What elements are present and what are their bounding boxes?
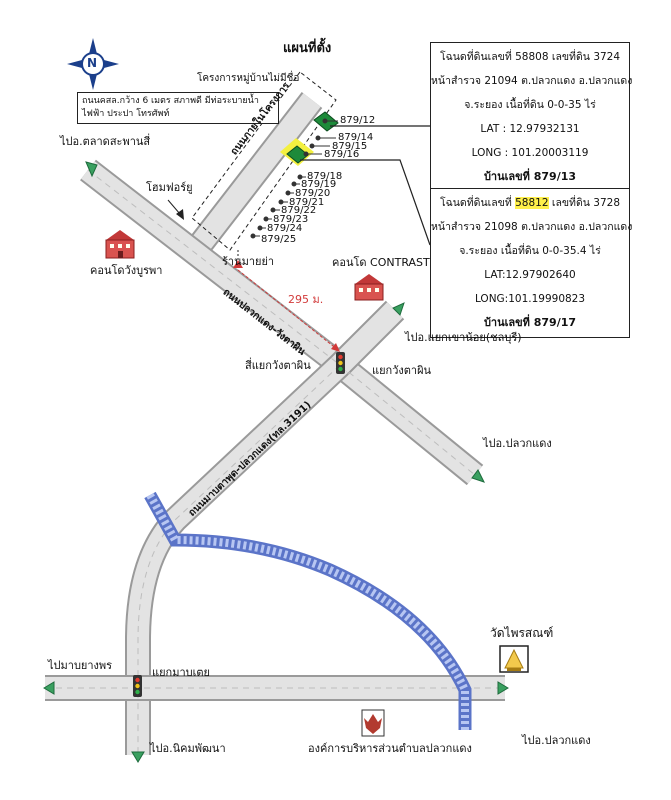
temple-icon <box>499 645 529 673</box>
traffic-light-wangtaphin <box>336 352 345 374</box>
plot-label: 879/15 <box>332 141 368 152</box>
info2-title-deed: โฉนดที่ดินเลขที่ 58812 เลขที่ดิน 3728 <box>431 191 629 215</box>
canal <box>144 491 472 730</box>
arrow-to-pluak-daeng <box>471 469 485 483</box>
label-yaek-wangtaphin: แยกวังตาผิน <box>372 364 432 377</box>
plot-label: 879/19 <box>301 179 337 190</box>
distance-line <box>237 269 340 352</box>
arrow-to-talad <box>85 161 98 178</box>
label-sao-pluakdaeng: องค์การบริหารส่วนตำบลปลวกแดง <box>308 742 472 755</box>
road-arrows <box>43 161 509 763</box>
road-to-khao-noi <box>330 300 405 375</box>
label-to-khao-noi: ไปอ.แยกเขาน้อย(ชลบุรี) <box>405 331 522 344</box>
label-condo-wang: คอนโดวังบูรพา <box>90 264 163 277</box>
label-si-yaek-wangtaphin: สี่แยกวังตาผิน <box>245 359 311 372</box>
info1-survey: หน้าสำรวจ 21094 ต.ปลวกแดง อ.ปลวกแดง <box>431 75 633 87</box>
label-to-ban-phon: ไปมาบยางพร <box>48 659 113 672</box>
label-homefor: โฮมฟอร์ยู <box>146 181 193 194</box>
plot-label: 879/16 <box>324 149 360 160</box>
plot-label: 879/14 <box>338 132 374 143</box>
north-compass-icon <box>67 38 119 90</box>
traffic-light-mabtaphut <box>133 675 142 697</box>
road-note-line-1: ถนนคสล.กว้าง 6 เมตร สภาพดี มีท่อระบายน้ำ <box>82 96 259 106</box>
arrow-to-ban-phon <box>43 681 55 695</box>
info2-survey: หน้าสำรวจ 21098 ต.ปลวกแดง อ.ปลวกแดง <box>431 221 633 233</box>
compass-letter: N <box>87 56 98 70</box>
arrow-to-pluak-daeng-lower <box>497 681 509 695</box>
label-to-talad-saphan-si: ไปอ.ตลาดสะพานสี่ <box>60 135 151 148</box>
label-to-nikhom: ไปอ.นิคมพัฒนา <box>150 742 226 755</box>
info1-long: LONG : 101.20003119 <box>471 147 589 159</box>
label-wat-phraison: วัดไพรสณฑ์ <box>490 626 554 640</box>
arrow-to-nikhom <box>131 751 145 763</box>
info2-area: จ.ระยอง เนื้อที่ดิน 0-0-35.4 ไร่ <box>459 245 601 257</box>
info2-title-suffix: เลขที่ดิน 3728 <box>548 197 621 209</box>
plot-label: 879/24 <box>267 223 303 234</box>
leader-line-2 <box>300 159 431 246</box>
label-shop: ร้านมายย่า <box>222 255 275 268</box>
info2-title-highlight: 58812 <box>515 197 549 209</box>
plot-pins <box>250 118 338 239</box>
road-village <box>185 92 323 258</box>
land-info-box-2: โฉนดที่ดินเลขที่ 58812 เลขที่ดิน 3728 หน… <box>430 188 633 338</box>
condo-wang-icon <box>105 230 135 259</box>
label-distance: 295 ม. <box>288 293 324 306</box>
condo-contrast-icon <box>354 274 384 301</box>
info1-house-number: บ้านเลขที่ 879/13 <box>483 170 577 183</box>
plot-label: 879/12 <box>340 115 376 126</box>
road-note-line-2: ไฟฟ้า ประปา โทรศัพท์ <box>82 109 170 119</box>
plot-label: 879/23 <box>273 214 309 225</box>
plot-label: 879/18 <box>307 171 343 182</box>
project-boundary <box>191 71 337 251</box>
label-condo-contrast: คอนโด CONTRAST <box>332 256 430 269</box>
info2-lat: LAT:12.97902640 <box>484 269 576 281</box>
info2-long: LONG:101.19990823 <box>474 293 586 305</box>
project-note: โครงการหมู่บ้านไม่มีชื่อ <box>197 73 300 84</box>
info2-house-number: บ้านเลขที่ 879/17 <box>483 316 577 329</box>
label-to-pluak-daeng-upper: ไปอ.ปลวกแดง <box>483 437 552 450</box>
label-yaek-mabtaphut: แยกมาบเตย <box>152 666 210 679</box>
plot-label: 879/25 <box>261 234 297 245</box>
label-to-pluak-daeng-lower: ไปอ.ปลวกแดง <box>522 734 591 747</box>
info1-area: จ.ระยอง เนื้อที่ดิน 0-0-35 ไร่ <box>464 99 596 111</box>
arrow-to-khao-noi <box>392 302 405 316</box>
map-title: แผนที่ตั้ง <box>283 41 332 56</box>
homefor-arrow <box>167 199 184 220</box>
garuda-emblem-icon <box>361 709 385 737</box>
plot-label: 879/22 <box>281 205 317 216</box>
land-info-box-1: โฉนดที่ดินเลขที่ 58808 เลขที่ดิน 3724 หน… <box>430 42 633 192</box>
info1-lat: LAT : 12.97932131 <box>480 123 580 135</box>
plot-label: 879/20 <box>295 188 331 199</box>
plot-label: 879/21 <box>289 197 325 208</box>
info1-title-deed: โฉนดที่ดินเลขที่ 58808 เลขที่ดิน 3724 <box>439 51 621 63</box>
road-note-box: ถนนคสล.กว้าง 6 เมตร สภาพดี มีท่อระบายน้ำ… <box>77 92 279 124</box>
info2-title-prefix: โฉนดที่ดินเลขที่ <box>439 197 516 209</box>
